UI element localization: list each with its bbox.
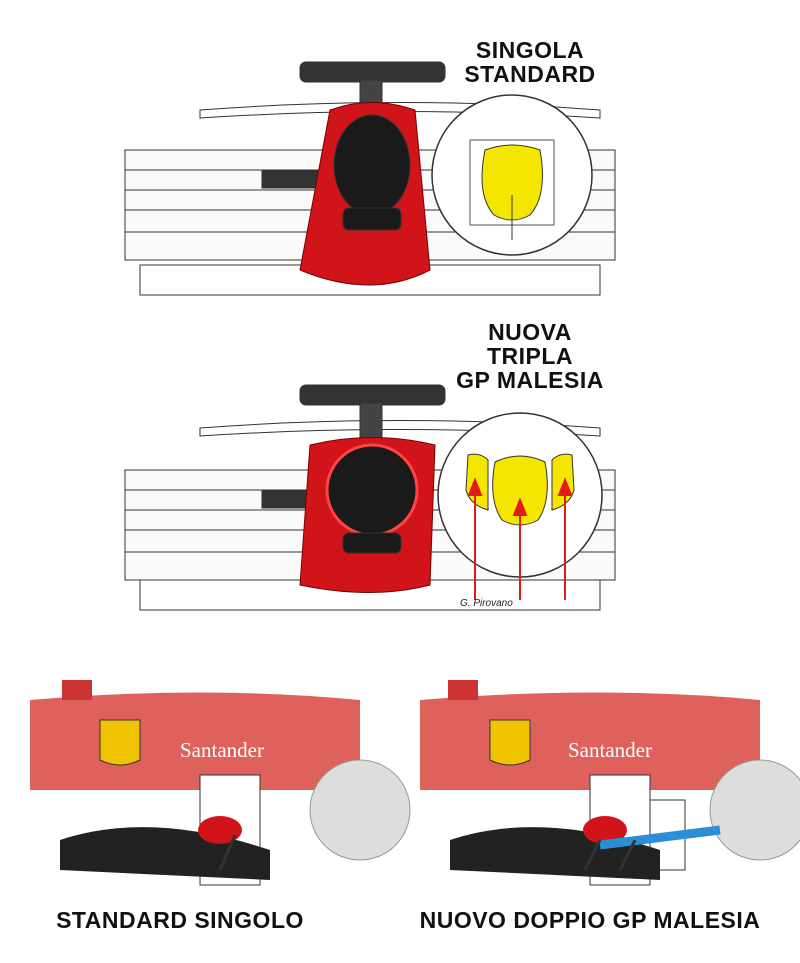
middle-inset-triple-intake — [437, 412, 603, 600]
flow-arrow-blue — [599, 825, 721, 850]
label-line: SINGOLA — [475, 37, 585, 63]
sponsor-logo-right: Santander — [568, 738, 652, 762]
airflow-arrows — [467, 477, 573, 600]
bottom-right-caption: NUOVO DOPPIO GP MALESIA — [419, 907, 761, 933]
top-label: SINGOLA STANDARD — [455, 38, 605, 86]
bottom-left-caption: STANDARD SINGOLO — [56, 907, 304, 933]
label-line: GP MALESIA — [456, 367, 604, 394]
label-line: TRIPLA — [486, 343, 574, 370]
label-line: STANDARD — [464, 61, 596, 88]
bottom-left-sidepod-view — [30, 680, 411, 886]
bottom-right-sidepod-view — [420, 680, 800, 886]
top-inset-single-intake — [431, 94, 593, 256]
label-line: NUOVA — [488, 319, 572, 345]
artist-credit: G. Pirovano — [460, 598, 513, 609]
sponsor-logo-left: Santander — [180, 738, 264, 762]
middle-label: NUOVA TRIPLA GP MALESIA — [440, 319, 620, 394]
